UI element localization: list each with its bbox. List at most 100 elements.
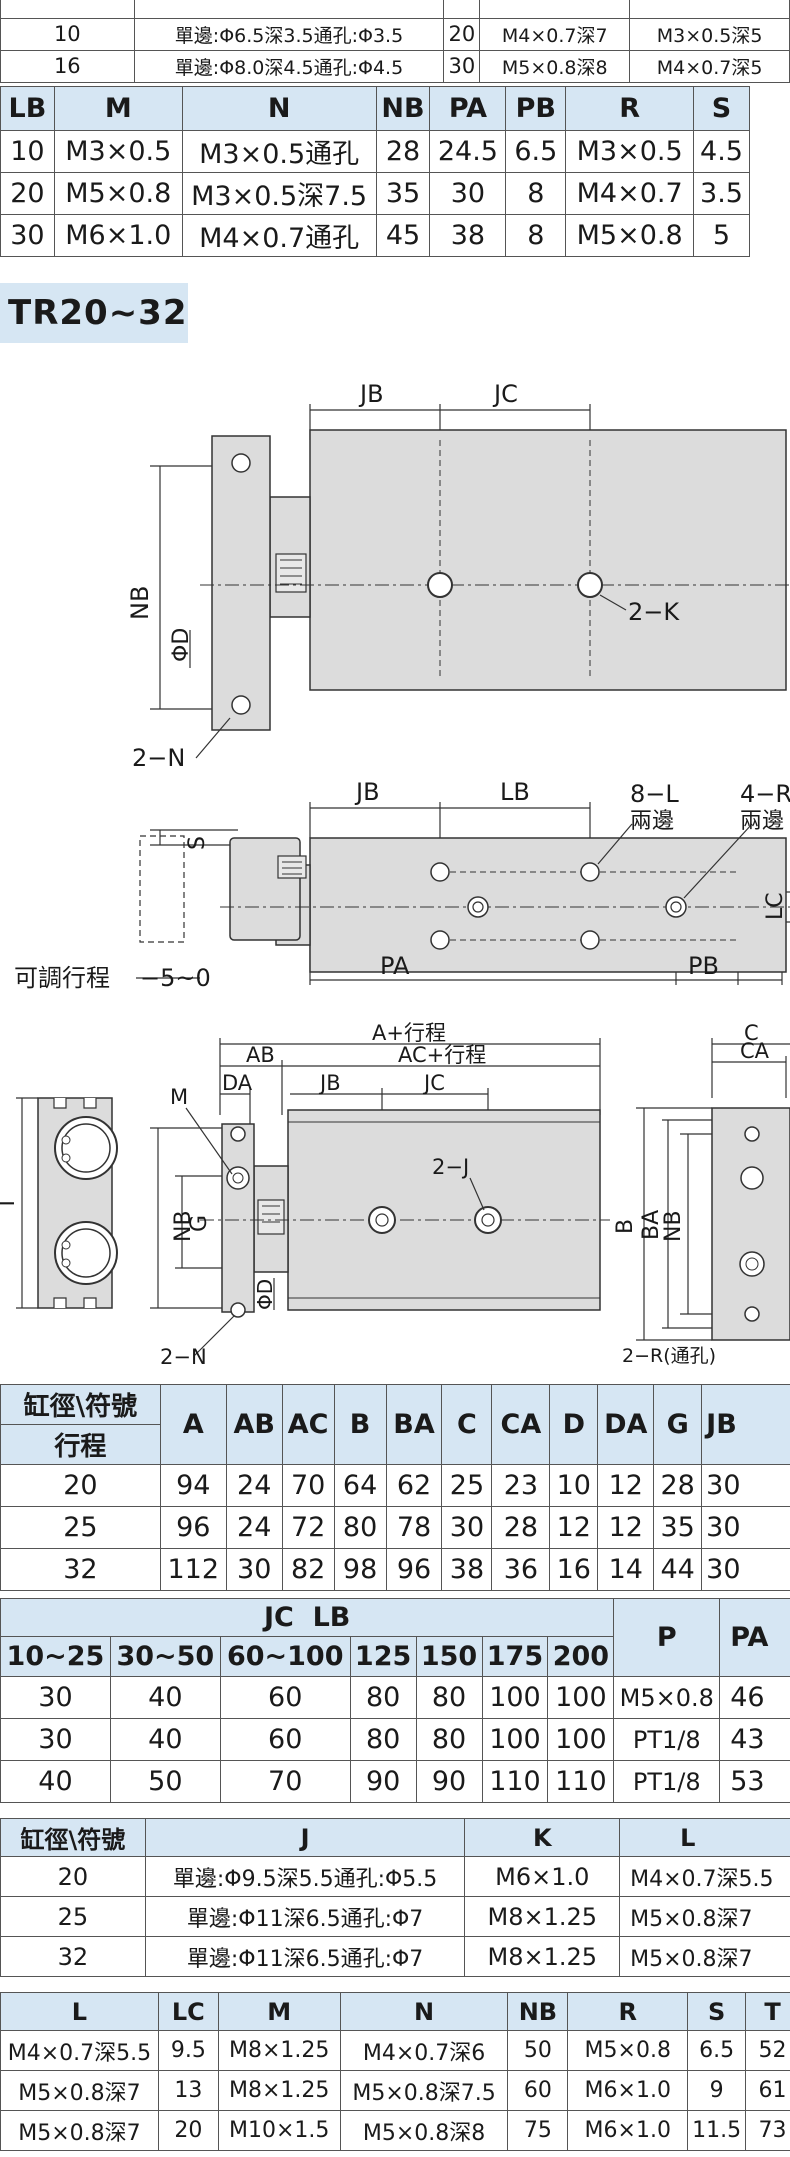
- label-2n: 2−N: [132, 744, 185, 772]
- col-header: 缸徑\符號: [0, 1384, 161, 1425]
- col-header: JB: [701, 1384, 790, 1465]
- section-title-banner: TR20~32: [0, 283, 188, 343]
- col-header: AB: [225, 1384, 283, 1465]
- col-header: BA: [385, 1384, 443, 1465]
- col-header: PB: [505, 86, 567, 131]
- label-s: S: [185, 836, 210, 850]
- label-8l-both-sides: 兩邊: [630, 809, 674, 834]
- label-ca: CA: [740, 1039, 770, 1063]
- side-view-drawing: JB LB 8−L 兩邊 4−R 兩邊 S LC PA PB 可調行程 −5~0: [14, 780, 790, 992]
- front-view-drawing: A+行程 AB AC+行程 DA JB JC M 2−J NB G ΦD 2−N…: [0, 1021, 790, 1369]
- col-header: D: [549, 1384, 599, 1465]
- col-header: NB: [507, 1992, 569, 2031]
- section-title: TR20~32: [8, 293, 188, 333]
- label-jb: JB: [358, 380, 384, 408]
- label-nb: NB: [171, 1210, 196, 1242]
- label-jc: JC: [492, 380, 518, 408]
- col-header: N: [339, 1992, 509, 2031]
- label-jc: JC: [422, 1071, 445, 1095]
- dimension-table-2: JC LB P PA 10~25 30~50 60~100 125 150 17…: [0, 1598, 790, 1803]
- col-header: 200: [547, 1636, 615, 1677]
- col-header: DA: [597, 1384, 655, 1465]
- label-ba: BA: [639, 1210, 664, 1240]
- col-header: LC: [157, 1992, 219, 2031]
- label-2n: 2−N: [160, 1345, 207, 1369]
- col-header: 175: [481, 1636, 549, 1677]
- col-header: PA: [719, 1598, 790, 1677]
- label-2j: 2−J: [432, 1155, 469, 1179]
- col-header: S: [687, 1992, 747, 2031]
- label-stroke-range: −5~0: [140, 964, 211, 992]
- col-header: 125: [349, 1636, 417, 1677]
- col-header: C: [441, 1384, 493, 1465]
- col-header: M: [217, 1992, 341, 2031]
- label-pb: PB: [688, 952, 719, 980]
- label-phid: ΦD: [169, 628, 194, 662]
- col-header: PA: [429, 86, 507, 131]
- label-a-stroke: A+行程: [372, 1021, 446, 1045]
- label-ab: AB: [246, 1043, 275, 1067]
- table-row: 16 單邊:Φ8.0深4.5通孔:Φ4.5 30 M5×0.8深8 M4×0.7…: [0, 49, 790, 83]
- col-header: 10~25: [0, 1636, 111, 1677]
- label-jb: JB: [354, 780, 380, 806]
- table-row: 10 單邊:Φ6.5深3.5通孔:Φ3.5 20 M4×0.7深7 M3×0.5…: [0, 17, 790, 51]
- col-header: NB: [375, 86, 431, 131]
- col-header: S: [693, 86, 750, 131]
- top-view-drawing: JB JC NB ΦD 2−K 2−N: [126, 380, 790, 772]
- label-g: G: [187, 1215, 212, 1232]
- label-c: C: [744, 1021, 759, 1045]
- col-header: 缸徑\符號: [0, 1818, 146, 1857]
- label-m: M: [170, 1085, 188, 1109]
- label-2k: 2−K: [628, 598, 680, 626]
- label-da: DA: [222, 1071, 253, 1095]
- col-header: 30~50: [109, 1636, 221, 1677]
- col-header: R: [567, 1992, 689, 2031]
- label-lc: LC: [763, 892, 788, 920]
- col-header: 60~100: [219, 1636, 351, 1677]
- label-nb-end: NB: [661, 1210, 686, 1242]
- label-b: B: [613, 1219, 638, 1234]
- label-lb: LB: [500, 780, 530, 806]
- col-header: B: [333, 1384, 387, 1465]
- label-8l: 8−L: [630, 780, 679, 808]
- col-header: 行程: [0, 1424, 161, 1465]
- col-header: L: [0, 1992, 159, 2031]
- col-header: CA: [491, 1384, 551, 1465]
- col-header: L: [619, 1818, 790, 1857]
- label-4r-both-sides: 兩邊: [740, 809, 784, 834]
- col-header: J: [144, 1818, 466, 1857]
- col-header: P: [613, 1598, 721, 1677]
- col-header: 150: [415, 1636, 483, 1677]
- col-header: N: [181, 86, 377, 131]
- label-t: T: [0, 1196, 20, 1211]
- col-header: JC LB: [0, 1598, 615, 1637]
- top-spec-table: 10 單邊:Φ6.5深3.5通孔:Φ3.5 20 M4×0.7深7 M3×0.5…: [0, 0, 790, 83]
- label-2r-through: 2−R(通孔): [622, 1345, 716, 1367]
- label-adjustable-stroke: 可調行程: [14, 964, 110, 992]
- label-pa: PA: [380, 952, 410, 980]
- col-header: K: [464, 1818, 621, 1857]
- label-jb: JB: [318, 1071, 341, 1095]
- col-header: G: [653, 1384, 703, 1465]
- label-phid: ΦD: [253, 1279, 277, 1310]
- col-header: AC: [281, 1384, 335, 1465]
- label-nb: NB: [126, 586, 154, 620]
- col-header: T: [745, 1992, 790, 2031]
